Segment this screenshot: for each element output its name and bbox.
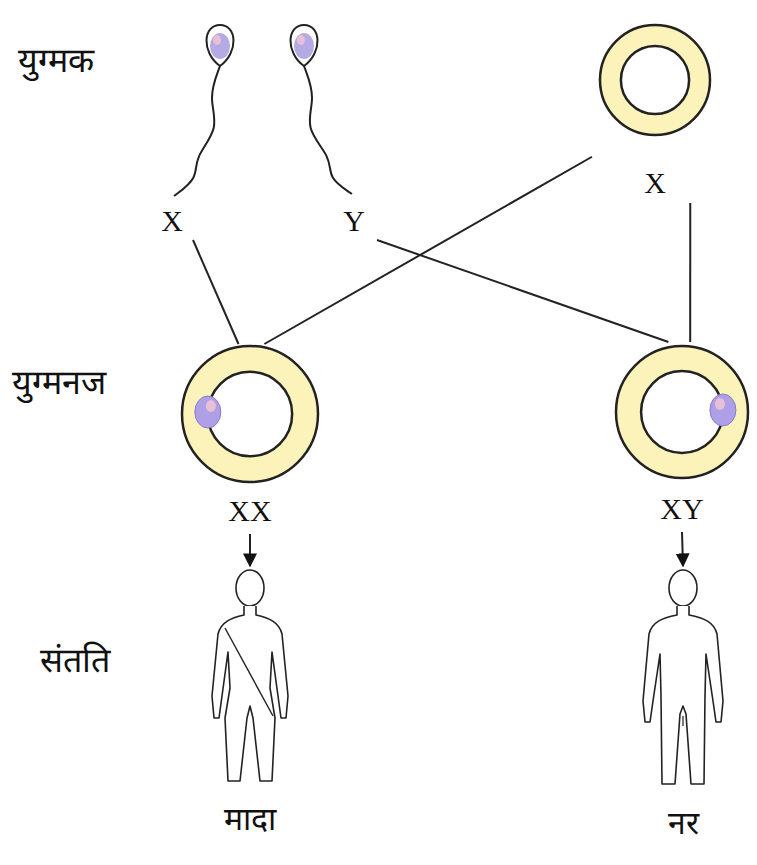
connector-line [264, 157, 592, 344]
zygote-xy: XY [614, 342, 750, 532]
node-label: X [644, 166, 666, 199]
cell-outer [600, 25, 710, 135]
sperm-y: Y [282, 18, 382, 240]
sperm-head [290, 25, 317, 66]
stage-label: संतति [40, 640, 110, 681]
cell-drawing [616, 346, 748, 478]
sperm-nucleus [210, 33, 230, 59]
node-label: Y [343, 204, 365, 237]
connector-arrow [682, 532, 683, 566]
stage-label: युग्मनज [12, 362, 106, 403]
nucleus-highlight [715, 398, 725, 410]
node-label: X [161, 204, 183, 237]
connector-line [377, 240, 668, 342]
sperm-drawing [174, 25, 234, 196]
connector-line [193, 240, 238, 344]
fused-nucleus [195, 396, 221, 428]
connector-arrow [249, 534, 251, 566]
node-label: मादा [224, 802, 276, 837]
cell-inner [621, 46, 689, 114]
sperm-tail [304, 66, 352, 194]
figure-head [236, 570, 264, 606]
sperm-highlight [297, 35, 305, 45]
fused-nucleus [710, 394, 736, 426]
figure-body [212, 606, 288, 781]
female-figure [212, 570, 288, 781]
male-offspring: नर [628, 566, 738, 858]
figure-body [643, 606, 723, 784]
connector-line [689, 203, 691, 342]
egg-cell: X [592, 18, 718, 203]
sperm-y-illustration [282, 18, 382, 240]
cell-outer [182, 346, 318, 482]
sperm-tail [174, 66, 220, 196]
sperm-drawing [290, 25, 352, 194]
cell-drawing [600, 25, 710, 135]
node-label: XY [660, 492, 703, 525]
sperm-x: X [148, 18, 248, 240]
female-offspring: मादा [195, 566, 305, 858]
figure-sash [225, 628, 273, 716]
nucleus-highlight [206, 400, 216, 412]
stage-label: युग्मक [18, 40, 94, 81]
male-figure [643, 570, 723, 784]
node-label: नर [668, 806, 699, 841]
node-label: XX [228, 494, 271, 527]
sperm-head [206, 25, 233, 66]
sperm-nucleus [294, 33, 314, 59]
zygote-xx: XX [178, 344, 322, 534]
figure-head [669, 570, 697, 606]
cell-outer [616, 346, 748, 478]
cell-drawing [182, 346, 318, 482]
sperm-highlight [213, 35, 221, 45]
figure-detail [682, 716, 683, 726]
